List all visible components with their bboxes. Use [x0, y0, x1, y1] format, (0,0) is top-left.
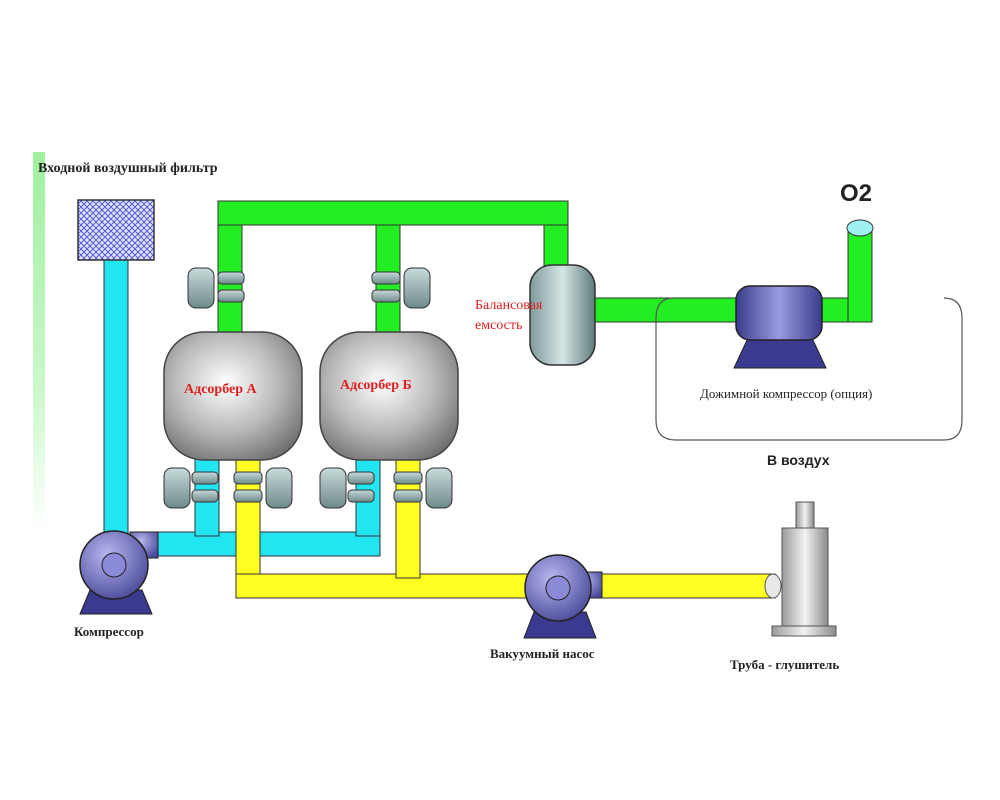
- muffler-pipe: [764, 501, 837, 637]
- adsorber-a-tank: [163, 331, 303, 461]
- booster-compressor: [733, 285, 827, 369]
- vacuum-pump-label: Вакуумный насос: [490, 646, 595, 661]
- o2-label: О2: [840, 180, 873, 207]
- adsorber-b-tank: [319, 331, 459, 461]
- muffler-label: Труба - глушитель: [730, 657, 840, 672]
- valves: [163, 267, 453, 509]
- vacuum-pump: [523, 554, 603, 639]
- exhaust-lines: [235, 457, 776, 599]
- balance-tank: [529, 264, 596, 366]
- compressor: [79, 530, 159, 615]
- oxygen-lines: [217, 200, 873, 336]
- o2-outlet-cap: [846, 219, 874, 237]
- booster-label: Дожимной компрессор (опция): [700, 386, 873, 401]
- balance-tank-label: Балансовая емсость: [475, 298, 543, 333]
- input-air-filter: [77, 199, 155, 261]
- input-filter-label: Входной воздушный фильтр: [38, 161, 218, 176]
- intake-fade-bar: [33, 152, 45, 532]
- to-air-label: В воздух: [767, 452, 830, 468]
- adsorber-b-label: Адсорбер Б: [340, 378, 412, 393]
- compressor-label: Компрессор: [74, 624, 144, 639]
- booster-bracket: [655, 297, 963, 441]
- adsorber-a-label: Адсорбер А: [184, 382, 257, 397]
